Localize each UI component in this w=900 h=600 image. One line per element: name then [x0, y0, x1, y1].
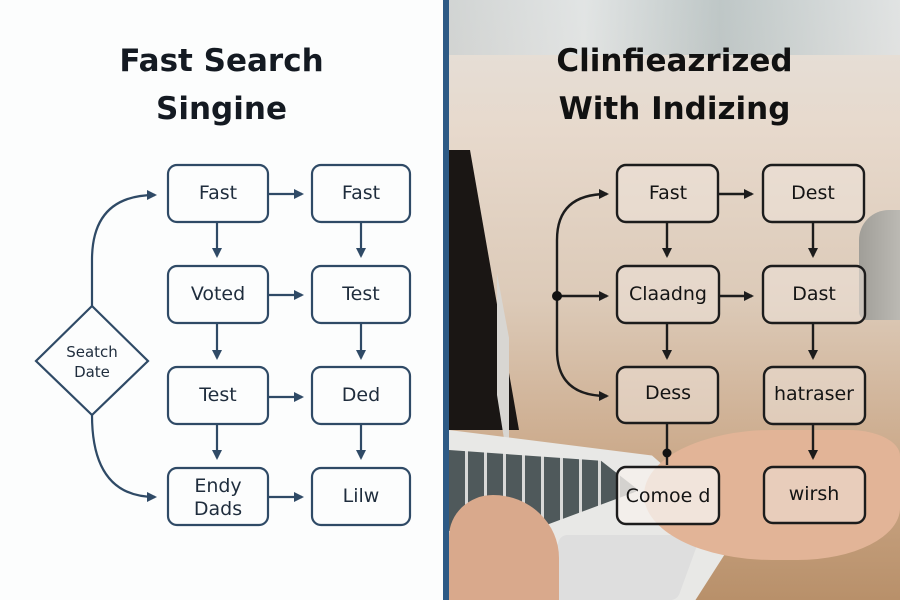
left-title-line1: Fast Search: [119, 43, 324, 79]
node-box-l-b1[interactable]: [310, 163, 412, 224]
branch-junction-dot: [552, 291, 562, 301]
node-box-r-a1[interactable]: [615, 163, 720, 224]
left-flowchart: Seatch Date Fast Fast Voted Test Test De…: [34, 163, 412, 527]
right-title: Clinfieazrized With Indizing: [449, 37, 900, 133]
node-label-r-b3: hatraser: [774, 383, 854, 405]
node-box-r-a2[interactable]: [615, 264, 721, 325]
decision-label-line1: Seatch: [66, 343, 118, 361]
node-box-r-b3[interactable]: [762, 365, 867, 426]
decision-node[interactable]: Seatch Date: [34, 304, 150, 417]
background-window-blur: [449, 0, 900, 55]
node-label-r-a1: Fast: [649, 182, 687, 204]
left-title-line2: Singine: [156, 91, 287, 127]
node-label-r-a2: Claadng: [629, 283, 707, 305]
edge-branch-to-dess: [555, 296, 609, 401]
node-label-l-b3: Ded: [342, 384, 380, 406]
node-label-l-a2: Voted: [191, 283, 245, 305]
node-box-r-b2[interactable]: [761, 264, 867, 325]
node-box-l-a3[interactable]: [166, 365, 270, 426]
node-label-r-b4: wirsh: [789, 483, 840, 505]
panel-divider: [443, 0, 449, 600]
left-panel: Fast Search Singine: [0, 0, 443, 600]
connector-dot: [662, 448, 672, 458]
node-box-r-a4[interactable]: [615, 465, 721, 526]
right-flowchart: Fast Dest Claadng Dast Dess hatraser Com…: [552, 163, 867, 526]
node-box-l-a4[interactable]: [166, 466, 270, 527]
node-label-l-a3: Test: [198, 384, 236, 406]
edge-branch-to-fast: [555, 189, 609, 296]
node-label-r-a3: Dess: [645, 382, 691, 404]
node-box-l-a2[interactable]: [166, 264, 270, 325]
node-label-r-b2: Dast: [792, 283, 836, 305]
node-box-l-a1[interactable]: [166, 163, 270, 224]
node-box-l-b4[interactable]: [310, 466, 412, 527]
node-label-r-a4: Comoe d: [626, 485, 711, 507]
node-label-l-a4-line1: Endy: [194, 475, 241, 497]
node-label-r-b1: Dest: [791, 182, 835, 204]
decision-label-line2: Date: [74, 363, 110, 381]
node-label-l-a1: Fast: [199, 182, 237, 204]
edge-decision-to-endy: [90, 414, 157, 502]
edge-decision-to-fast: [90, 190, 157, 306]
node-label-l-b2: Test: [341, 283, 379, 305]
node-box-r-a3[interactable]: [615, 365, 720, 425]
node-label-l-b1: Fast: [342, 182, 380, 204]
node-box-r-b4[interactable]: [762, 465, 867, 525]
node-box-l-b2[interactable]: [310, 264, 412, 325]
right-title-line2: With Indizing: [558, 91, 791, 127]
right-panel: Clinfieazrized With Indizing: [449, 0, 900, 600]
right-title-line1: Clinfieazrized: [556, 43, 793, 79]
left-title: Fast Search Singine: [0, 37, 443, 133]
node-label-l-a4-line2: Dads: [194, 498, 242, 520]
node-box-l-b3[interactable]: [310, 365, 412, 426]
node-box-r-b1[interactable]: [761, 163, 866, 224]
node-label-l-b4: Lilw: [343, 485, 380, 507]
